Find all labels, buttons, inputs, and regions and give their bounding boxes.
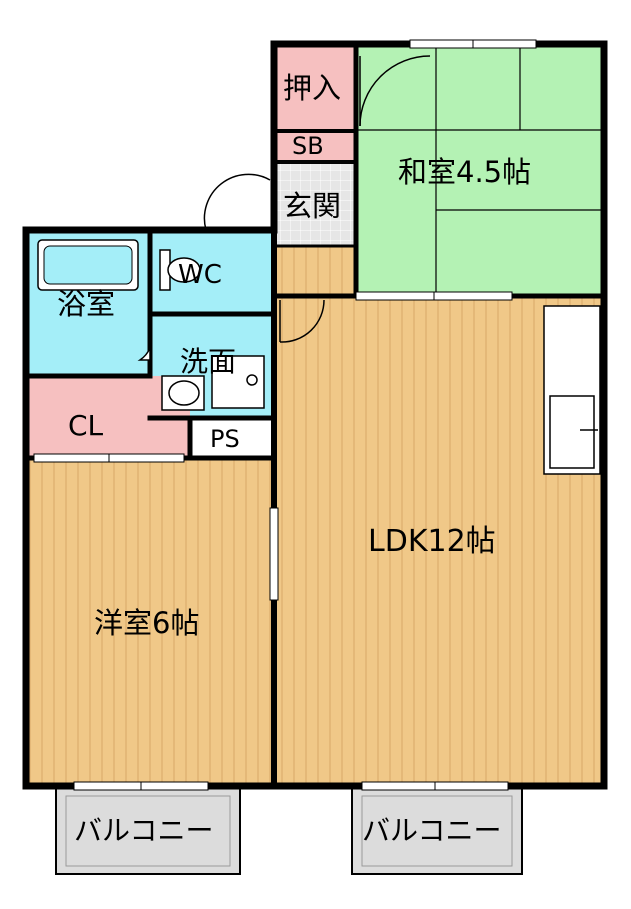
room-label-cl: CL [68,409,104,442]
oshiire-floor [276,46,356,131]
room-label-genkan: 玄関 [283,189,342,223]
yoshitsu-floor [28,458,276,784]
room-label-yoshitsu: 洋室6帖 [94,606,200,640]
genkan-floor [276,162,356,246]
balcony-label-right: バルコニー [362,814,502,847]
bathtub [37,239,139,291]
room-label-ps: PS [210,425,240,453]
hall-floor [276,246,356,296]
washitsu-floor [356,46,602,296]
tatami-lines [356,46,602,296]
washing-machine [211,355,265,409]
balcony-label-left: バルコニー [74,814,214,847]
room-label-washitsu: 和室4.5帖 [398,155,532,189]
ps-floor [190,418,276,458]
room-label-oshiire: 押入 [283,71,342,105]
room-label-wc: WC [178,260,222,290]
washbasin [161,375,205,411]
doors [137,55,431,361]
kitchen-counter [543,305,601,475]
windows [33,39,537,791]
sb-floor [276,131,356,162]
room-label-sb: SB [292,132,324,160]
toilet [159,249,201,291]
room-label-senmen: 洗面 [180,345,237,378]
room-label-ldk: LDK12帖 [368,524,496,559]
room-label-yokushitsu: 浴室 [57,287,116,321]
